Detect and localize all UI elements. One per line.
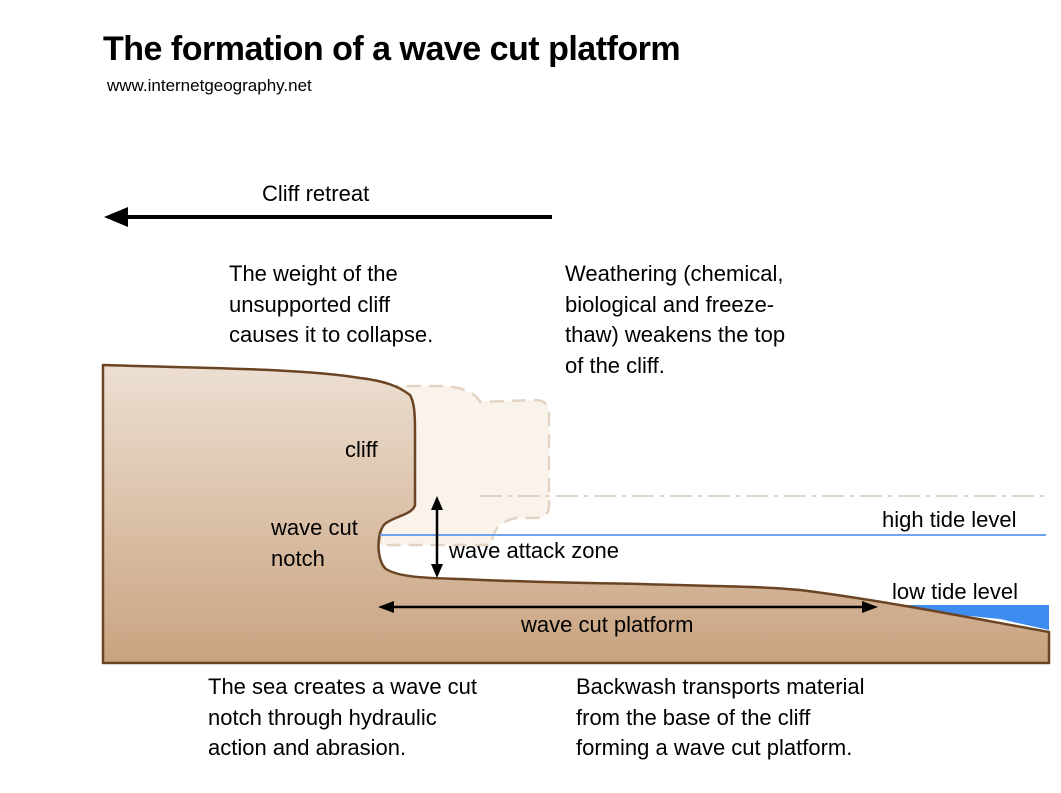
notch-process-annotation: The sea creates a wave cut notch through… <box>208 674 478 760</box>
cliff-label: cliff <box>345 437 378 462</box>
wave-cut-platform-label: wave cut platform <box>521 612 694 637</box>
cliff-retreat-arrow <box>104 207 552 227</box>
sea-water <box>860 605 1049 630</box>
page-title: The formation of a wave cut platform <box>103 30 681 68</box>
wave-cut-platform-arrow <box>378 601 878 613</box>
low-tide-label: low tide level <box>892 579 1018 604</box>
high-tide-label: high tide level <box>882 507 1017 532</box>
wave-attack-zone-label: wave attack zone <box>449 538 619 563</box>
notch-label: wave cut notch <box>271 515 358 571</box>
cliff-retreat-label: Cliff retreat <box>262 181 370 206</box>
collapse-annotation: The weight of the unsupported cliff caus… <box>229 261 434 347</box>
cliff-rock <box>101 363 1051 665</box>
former-cliff-outline <box>378 384 551 547</box>
weathering-annotation: Weathering (chemical, biological and fre… <box>565 261 786 378</box>
backwash-annotation: Backwash transports material from the ba… <box>576 674 865 760</box>
source-url: www.internetgeography.net <box>107 76 312 95</box>
wave-attack-zone-arrow <box>431 496 443 578</box>
